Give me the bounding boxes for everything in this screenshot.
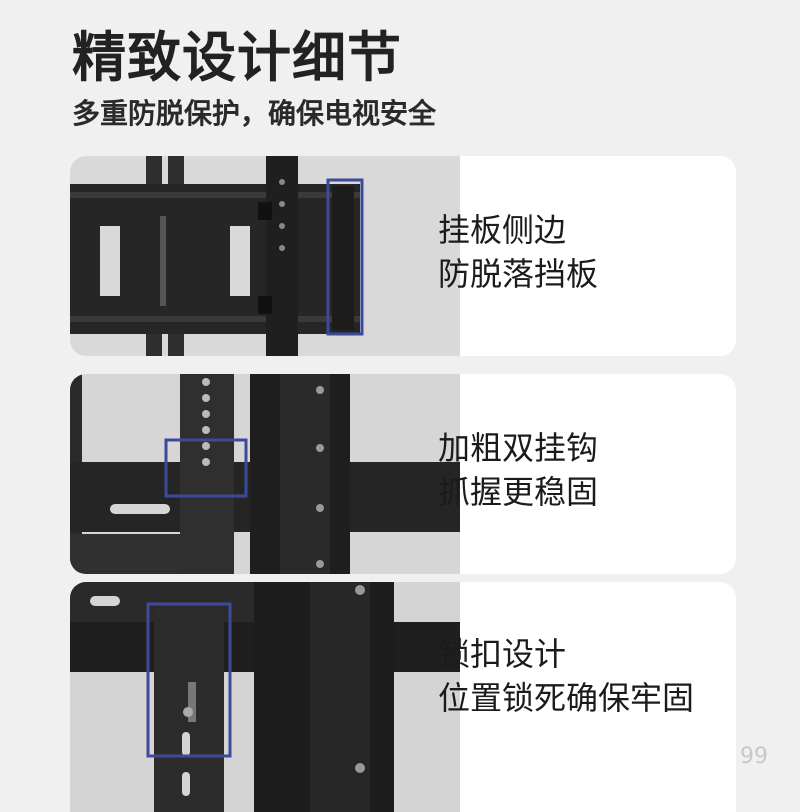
feature-card-double-hook: 加粗双挂钩 抓握更稳固 [70, 374, 736, 574]
tv-mount-lock-buckle-photo [70, 582, 460, 812]
feature-card-lock-buckle: 锁扣设计 位置锁死确保牢固 [70, 582, 736, 812]
feature-line-2: 抓握更稳固 [438, 473, 599, 511]
tv-mount-side-baffle-photo [70, 156, 460, 356]
feature-line-1: 加粗双挂钩 [438, 429, 599, 467]
page-title: 精致设计细节 [72, 26, 402, 89]
feature-caption: 挂板侧边 防脱落挡板 [438, 208, 598, 296]
feature-caption: 锁扣设计 位置锁死确保牢固 [438, 632, 694, 720]
watermark-text: 99 [740, 744, 768, 769]
page-subtitle: 多重防脱保护，确保电视安全 [72, 97, 437, 130]
feature-card-side-baffle: 挂板侧边 防脱落挡板 [70, 156, 736, 356]
feature-line-1: 挂板侧边 [438, 211, 567, 249]
feature-line-2: 防脱落挡板 [438, 255, 599, 293]
tv-mount-double-hook-photo [70, 374, 460, 574]
feature-caption: 加粗双挂钩 抓握更稳固 [438, 426, 598, 514]
feature-line-1: 锁扣设计 [438, 635, 567, 673]
feature-line-2: 位置锁死确保牢固 [438, 679, 695, 717]
